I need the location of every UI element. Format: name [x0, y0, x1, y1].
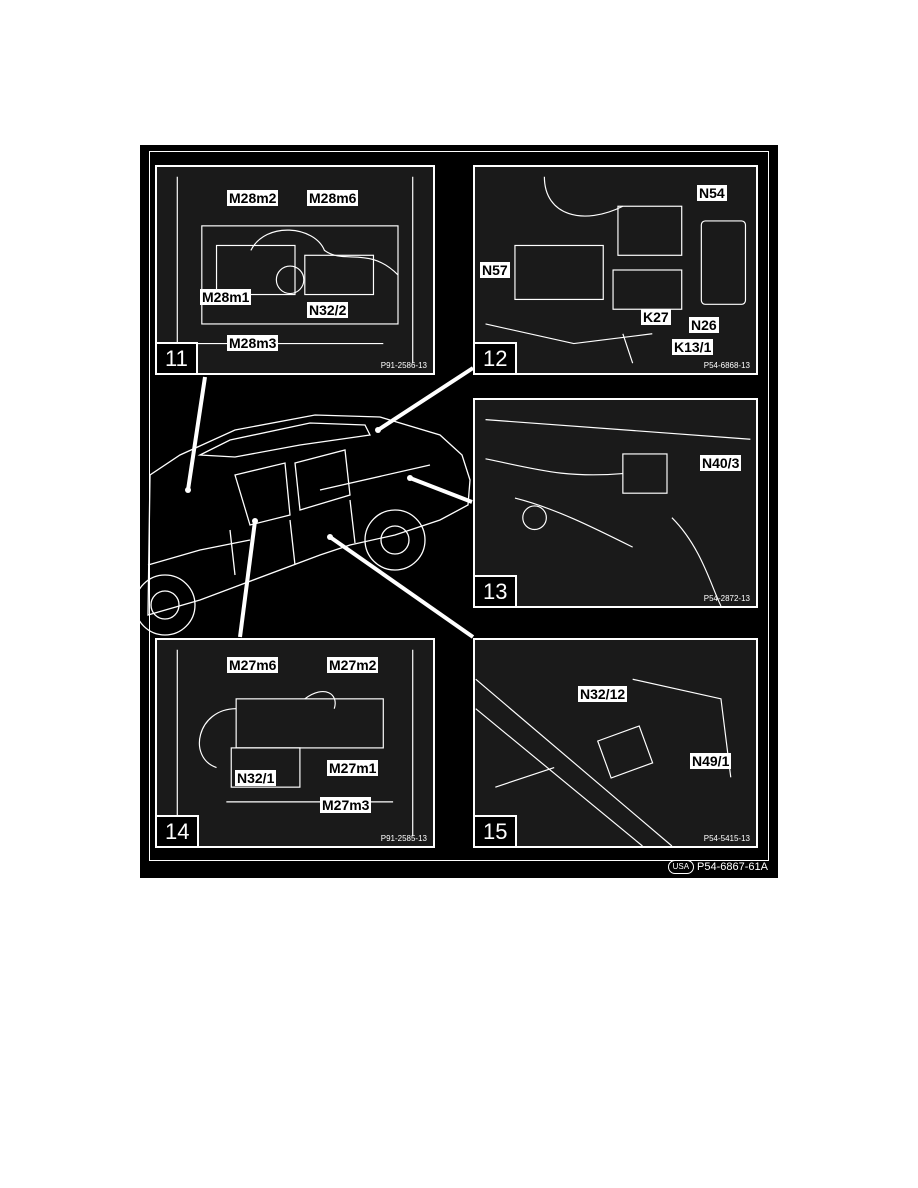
car-door-line: [229, 499, 356, 576]
panel-number: 13: [475, 575, 518, 606]
panel-number: 14: [157, 815, 200, 846]
car-window: [234, 462, 291, 526]
car-roof: [197, 422, 371, 458]
panel-14: M27m6 M27m2 N32/1 M27m1 M27m3 14 P91-258…: [155, 638, 435, 848]
label-m28m2: M28m2: [227, 190, 279, 206]
rear-wheel: [364, 509, 426, 571]
label-k27: K27: [641, 309, 671, 325]
label-n26: N26: [689, 317, 719, 333]
panel-reference: P54-6868-13: [703, 361, 750, 370]
label-n32-12: N32/12: [578, 686, 628, 702]
car-body-outline: [147, 414, 471, 616]
front-wheel: [140, 574, 196, 636]
label-m27m3: M27m3: [320, 797, 372, 813]
leader-line-11: [186, 376, 207, 491]
label-m27m2: M27m2: [327, 657, 379, 673]
label-n49-1: N49/1: [690, 753, 732, 769]
seat-motor-illustration: [176, 176, 414, 364]
panel-12: N54 N57 K27 N26 K13/1 12 P54-6868-13: [473, 165, 758, 375]
label-m28m3: M28m3: [227, 335, 279, 351]
car-window: [294, 449, 351, 511]
panel-15: N32/12 N49/1 15 P54-5415-13: [473, 638, 758, 848]
panel-13: N40/3 13 P54-2872-13: [473, 398, 758, 608]
panel-reference: P54-5415-13: [703, 834, 750, 843]
leader-line-13: [409, 476, 473, 504]
label-n32-2: N32/2: [307, 302, 349, 318]
control-unit-illustration: [475, 678, 732, 846]
panel-reference: P91-2585-13: [380, 834, 427, 843]
panel-11: M28m2 M28m6 M28m1 N32/2 M28m3 11 P91-258…: [155, 165, 435, 375]
panel-reference: P54-2872-13: [703, 594, 750, 603]
panel-number: 12: [475, 342, 518, 373]
panel-number: 15: [475, 815, 518, 846]
label-m27m6: M27m6: [227, 657, 279, 673]
label-k13-1: K13/1: [672, 339, 714, 355]
label-m28m1: M28m1: [200, 289, 252, 305]
panel-reference: P91-2586-13: [380, 361, 427, 370]
label-n57: N57: [480, 262, 510, 278]
control-unit-illustration: [485, 419, 751, 606]
label-n32-1: N32/1: [235, 770, 277, 786]
label-n40-3: N40/3: [700, 455, 742, 471]
label-m27m1: M27m1: [327, 760, 379, 776]
seat-motor-illustration: [176, 649, 414, 837]
diagram-frame: M28m2 M28m6 M28m1 N32/2 M28m3 11 P91-258…: [140, 145, 778, 878]
label-m28m6: M28m6: [307, 190, 359, 206]
label-n54: N54: [697, 185, 727, 201]
figure-code-text: P54-6867-61A: [697, 861, 768, 873]
car-illustration: [140, 366, 475, 639]
leader-line-12: [376, 366, 475, 432]
panel-number: 11: [157, 342, 198, 373]
leader-line-14: [238, 520, 257, 638]
leader-line-15: [328, 535, 475, 639]
usa-badge: USA: [667, 860, 695, 874]
figure-code: USA P54-6867-61A: [667, 860, 768, 874]
